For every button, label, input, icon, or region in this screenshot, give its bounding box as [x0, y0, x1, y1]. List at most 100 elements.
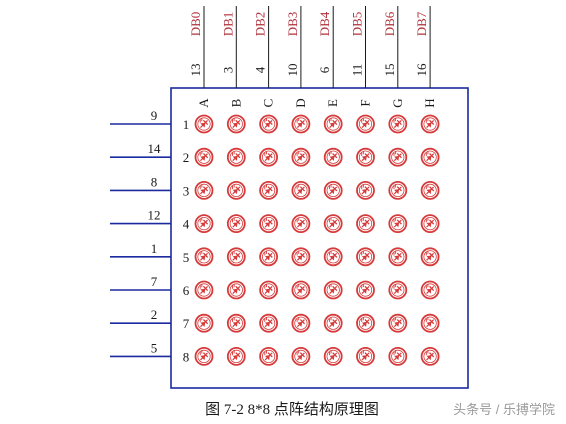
column-lines: DB013ADB13BDB24CDB310DDB46EDB511FDB615GD… — [188, 6, 437, 108]
led-icon — [323, 280, 343, 300]
led-icon — [259, 247, 279, 267]
row-index: 3 — [183, 183, 190, 198]
led-icon — [194, 180, 214, 200]
row-pin-number: 5 — [151, 340, 158, 355]
led-icon — [291, 280, 311, 300]
led-icon — [388, 214, 408, 234]
row-index: 2 — [183, 150, 190, 165]
led-icon — [323, 180, 343, 200]
led-icon — [259, 180, 279, 200]
led-icon — [388, 180, 408, 200]
row-pin-number: 1 — [151, 241, 158, 256]
led-icon — [259, 280, 279, 300]
led-icon — [194, 280, 214, 300]
led-icon — [194, 114, 214, 134]
column-pin-number: 16 — [414, 63, 429, 77]
column-letter: B — [228, 98, 243, 107]
column-db-label: DB6 — [382, 11, 397, 36]
led-grid — [194, 114, 440, 366]
led-icon — [291, 214, 311, 234]
led-icon — [259, 214, 279, 234]
column-db-label: DB1 — [220, 12, 235, 37]
led-icon — [420, 247, 440, 267]
column-db-label: DB3 — [285, 12, 300, 37]
column-pin-number: 4 — [253, 66, 268, 73]
led-icon — [323, 346, 343, 366]
led-icon — [226, 280, 246, 300]
frame-border — [170, 87, 469, 389]
led-icon — [388, 114, 408, 134]
led-icon — [420, 180, 440, 200]
led-icon — [226, 114, 246, 134]
column-letter: D — [293, 98, 308, 107]
led-icon — [194, 247, 214, 267]
row-index: 5 — [183, 250, 190, 265]
led-icon — [226, 180, 246, 200]
led-icon — [291, 346, 311, 366]
led-icon — [420, 280, 440, 300]
column-pin-number: 11 — [350, 64, 365, 77]
led-icon — [420, 346, 440, 366]
led-icon — [356, 247, 375, 267]
column-letter: H — [422, 98, 437, 107]
led-icon — [323, 147, 343, 167]
column-pin-number: 15 — [382, 64, 397, 77]
led-icon — [194, 313, 214, 333]
led-icon — [194, 214, 214, 234]
column-pin-number: 3 — [220, 67, 235, 74]
led-icon — [226, 147, 246, 167]
row-pin-number: 8 — [151, 174, 158, 189]
led-icon — [356, 313, 375, 333]
led-icon — [388, 346, 408, 366]
led-icon — [420, 313, 440, 333]
led-icon — [356, 280, 375, 300]
led-icon — [420, 114, 440, 134]
led-icon — [323, 214, 343, 234]
led-icon — [226, 313, 246, 333]
led-icon — [226, 247, 246, 267]
column-pin-number: 6 — [317, 66, 332, 73]
row-pin-number: 7 — [151, 274, 158, 289]
column-letter: E — [325, 99, 340, 107]
led-icon — [259, 147, 279, 167]
led-icon — [323, 313, 343, 333]
row-pin-number: 12 — [148, 208, 161, 223]
column-letter: A — [196, 98, 211, 108]
row-index: 1 — [183, 117, 190, 132]
row-index: 8 — [183, 349, 190, 364]
led-icon — [388, 313, 408, 333]
column-db-label: DB5 — [350, 12, 365, 37]
column-db-label: DB2 — [253, 12, 268, 37]
column-letter: C — [261, 99, 276, 108]
column-db-label: DB4 — [317, 11, 332, 36]
column-pin-number: 10 — [285, 64, 300, 77]
led-icon — [259, 346, 279, 366]
led-icon — [226, 214, 246, 234]
row-index: 4 — [183, 217, 190, 232]
row-pin-number: 14 — [148, 141, 162, 156]
led-icon — [420, 147, 440, 167]
row-index: 6 — [183, 283, 190, 298]
led-icon — [388, 280, 408, 300]
led-icon — [291, 247, 311, 267]
row-index: 7 — [183, 316, 190, 331]
column-letter: F — [358, 99, 373, 106]
led-icon — [323, 247, 343, 267]
figure-caption: 图 7-2 8*8 点阵结构原理图 — [205, 401, 379, 418]
led-icon — [420, 214, 440, 234]
led-icon — [356, 180, 375, 200]
row-pin-number: 2 — [151, 307, 158, 322]
led-icon — [259, 114, 279, 134]
led-icon — [259, 313, 279, 333]
led-icon — [194, 346, 214, 366]
led-icon — [356, 346, 375, 366]
column-db-label: DB7 — [414, 11, 429, 36]
matrix-frame — [170, 87, 469, 389]
led-icon — [291, 147, 311, 167]
led-icon — [323, 114, 343, 134]
led-icon — [194, 147, 214, 167]
column-pin-number: 13 — [188, 64, 203, 77]
